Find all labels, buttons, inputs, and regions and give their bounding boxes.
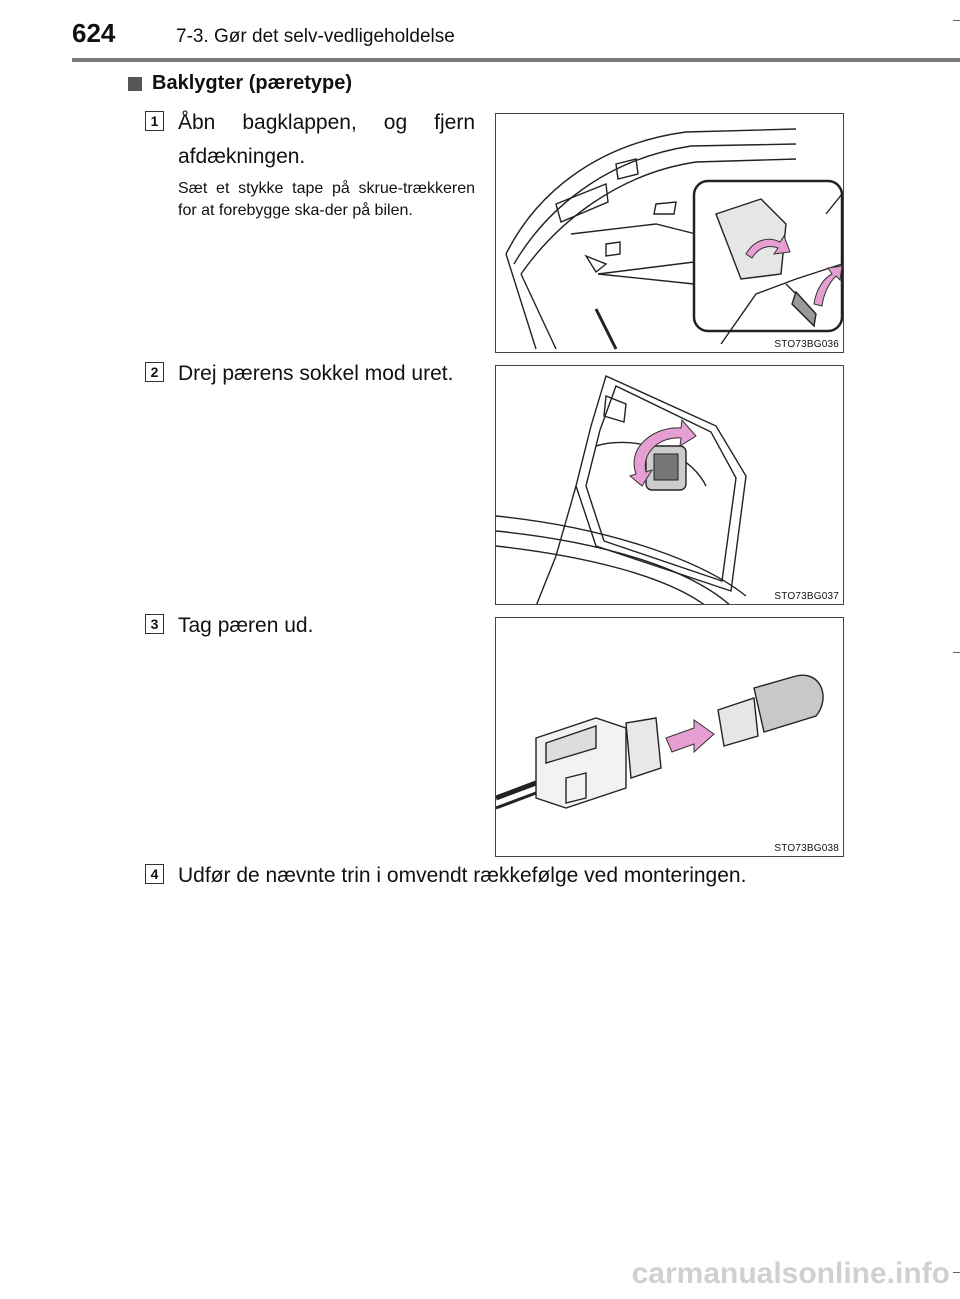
step-1-text: Åbn bagklappen, og fjern afdækningen.	[178, 111, 475, 168]
step-number-badge: 4	[145, 864, 164, 884]
header-rule	[72, 58, 960, 62]
figure-step-1: STO73BG036	[495, 113, 844, 353]
square-bullet-icon	[128, 76, 142, 91]
step-number-badge: 1	[145, 111, 164, 131]
step-1-note: Sæt et stykke tape på skrue-trækkeren fo…	[178, 180, 475, 219]
figure-code: STO73BG037	[774, 591, 839, 602]
page-number: 624	[72, 18, 116, 48]
step-2-text: Drej pærens sokkel mod uret.	[178, 362, 454, 385]
watermark: carmanualsonline.info	[631, 1257, 950, 1290]
bulb-socket-illustration	[496, 375, 747, 604]
tailgate-cover-illustration	[505, 128, 843, 350]
step-4-text: Udfør de nævnte trin i omvendt rækkefølg…	[178, 864, 747, 887]
section-title-text: Baklygter (pæretype)	[152, 72, 353, 94]
figure-step-3: STO73BG038	[495, 617, 844, 857]
margin-tick	[953, 1272, 960, 1273]
figure-step-2: STO73BG037	[495, 365, 844, 605]
chapter-title: 7-3. Gør det selv-vedligeholdelse	[176, 26, 455, 47]
figure-code: STO73BG036	[774, 339, 839, 350]
margin-tick	[953, 652, 960, 653]
margin-tick	[953, 20, 960, 21]
step-number-badge: 2	[145, 362, 164, 382]
step-3-text: Tag pæren ud.	[178, 614, 314, 637]
bulb-removal-illustration	[496, 674, 824, 810]
section-title: Baklygter (pæretype)	[128, 72, 352, 95]
figure-code: STO73BG038	[774, 843, 839, 854]
step-number-badge: 3	[145, 614, 164, 634]
